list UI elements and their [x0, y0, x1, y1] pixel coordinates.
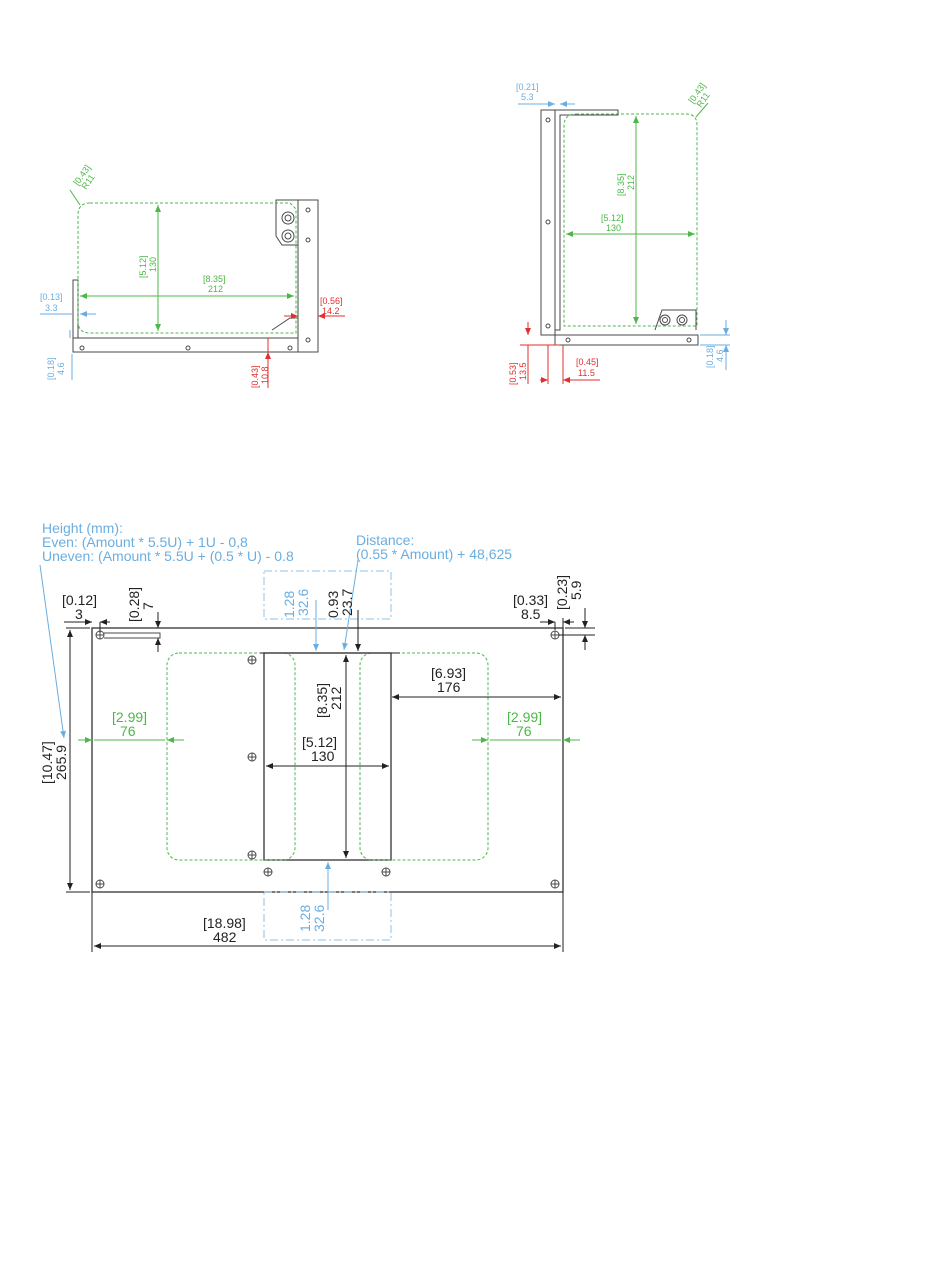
bottom-right-mm: 10.8 [260, 366, 270, 384]
dim-0-33-mm: 8.5 [521, 606, 541, 622]
dim-5-12-mm: 130 [311, 748, 335, 764]
dim-6-93-in: [6.93] [431, 665, 466, 681]
depth-in-right: [8.35] [616, 173, 626, 196]
right-gap-in: [0.56] [320, 296, 343, 306]
dim-0-12-in: [0.12] [62, 592, 97, 608]
height-note-uneven: Uneven: (Amount * 5.5U + (0.5 * U) - 0.8 [42, 548, 294, 564]
dim-0-12-mm: 3 [75, 606, 83, 622]
dim-0-23-mm: 5.9 [568, 580, 584, 600]
dim-18-98-in: [18.98] [203, 915, 246, 931]
depth-in-left: [8.35] [203, 274, 226, 284]
distance-note-formula: (0.55 * Amount) + 48,625 [356, 546, 512, 562]
bottom-left-in: [0.18] [46, 357, 56, 380]
dim-top-1-28-in: 1.28 [281, 591, 297, 618]
dim-bottom-1-28-mm: 32.6 [311, 905, 327, 932]
bottom-left-mm: 4.6 [56, 362, 66, 375]
dim-0-33-in: [0.33] [513, 592, 548, 608]
width-mm-right: 130 [606, 223, 621, 233]
bottom-left-in-r: [0.53] [508, 362, 518, 385]
dim-10-47-mm: 265.9 [53, 745, 69, 780]
dim-0-28-in: [0.28] [126, 587, 142, 622]
dim-top-1-28-mm: 32.6 [295, 589, 311, 616]
left-gap-in: [0.13] [40, 292, 63, 302]
width-in-right: [5.12] [601, 213, 624, 223]
height-in-left: [5.12] [138, 255, 148, 278]
height-note-title: Height (mm): [42, 520, 123, 536]
depth-mm-left: 212 [208, 284, 223, 294]
dim-right-2-99-mm: 76 [516, 723, 532, 739]
bottom-right-in: [0.43] [250, 365, 260, 388]
dim-8-35-mm: 212 [328, 686, 344, 710]
top-gap-mm: 5.3 [521, 92, 534, 102]
side-view-right: [0.21] 5.3 [0.43] R11 [8.35] 212 [5.12] … [508, 81, 730, 385]
dim-bottom-1-28-in: 1.28 [297, 905, 313, 932]
dim-0-28-mm: 7 [140, 602, 156, 610]
dim-right-2-99-in: [2.99] [507, 709, 542, 725]
dim-0-93-mm: 23.7 [339, 589, 355, 616]
top-gap-in: [0.21] [516, 82, 539, 92]
depth-mm-right: 212 [626, 175, 636, 190]
left-gap-mm: 3.3 [45, 303, 58, 313]
dim-5-12-in: [5.12] [302, 734, 337, 750]
bottom-right-in-r: [0.18] [705, 345, 715, 368]
bottom-left-mm-r: 13.5 [518, 362, 528, 380]
height-mm-left: 130 [148, 257, 158, 272]
dim-left-2-99-mm: 76 [120, 723, 136, 739]
dim-18-98-mm: 482 [213, 929, 237, 945]
dim-8-35-in: [8.35] [314, 683, 330, 718]
dim-10-47-in: [10.47] [39, 741, 55, 784]
dim-0-23-in: [0.23] [554, 575, 570, 610]
bottom-right-mm-r: 4.6 [715, 349, 725, 362]
bottom-mid-mm: 11.5 [578, 368, 595, 378]
bottom-mid-in: [0.45] [576, 357, 599, 367]
right-gap-mm: 14.2 [322, 306, 340, 316]
dim-0-93-in: 0.93 [325, 591, 341, 618]
height-note-even: Even: (Amount * 5.5U) + 1U - 0,8 [42, 534, 248, 550]
dim-left-2-99-in: [2.99] [112, 709, 147, 725]
dim-6-93-mm: 176 [437, 679, 461, 695]
front-view: Height (mm): Even: (Amount * 5.5U) + 1U … [39, 520, 595, 952]
distance-note-title: Distance: [356, 532, 414, 548]
side-view-left: [0.43] R11 [5.12] 130 [8.35] 212 [0.13] … [40, 163, 345, 388]
